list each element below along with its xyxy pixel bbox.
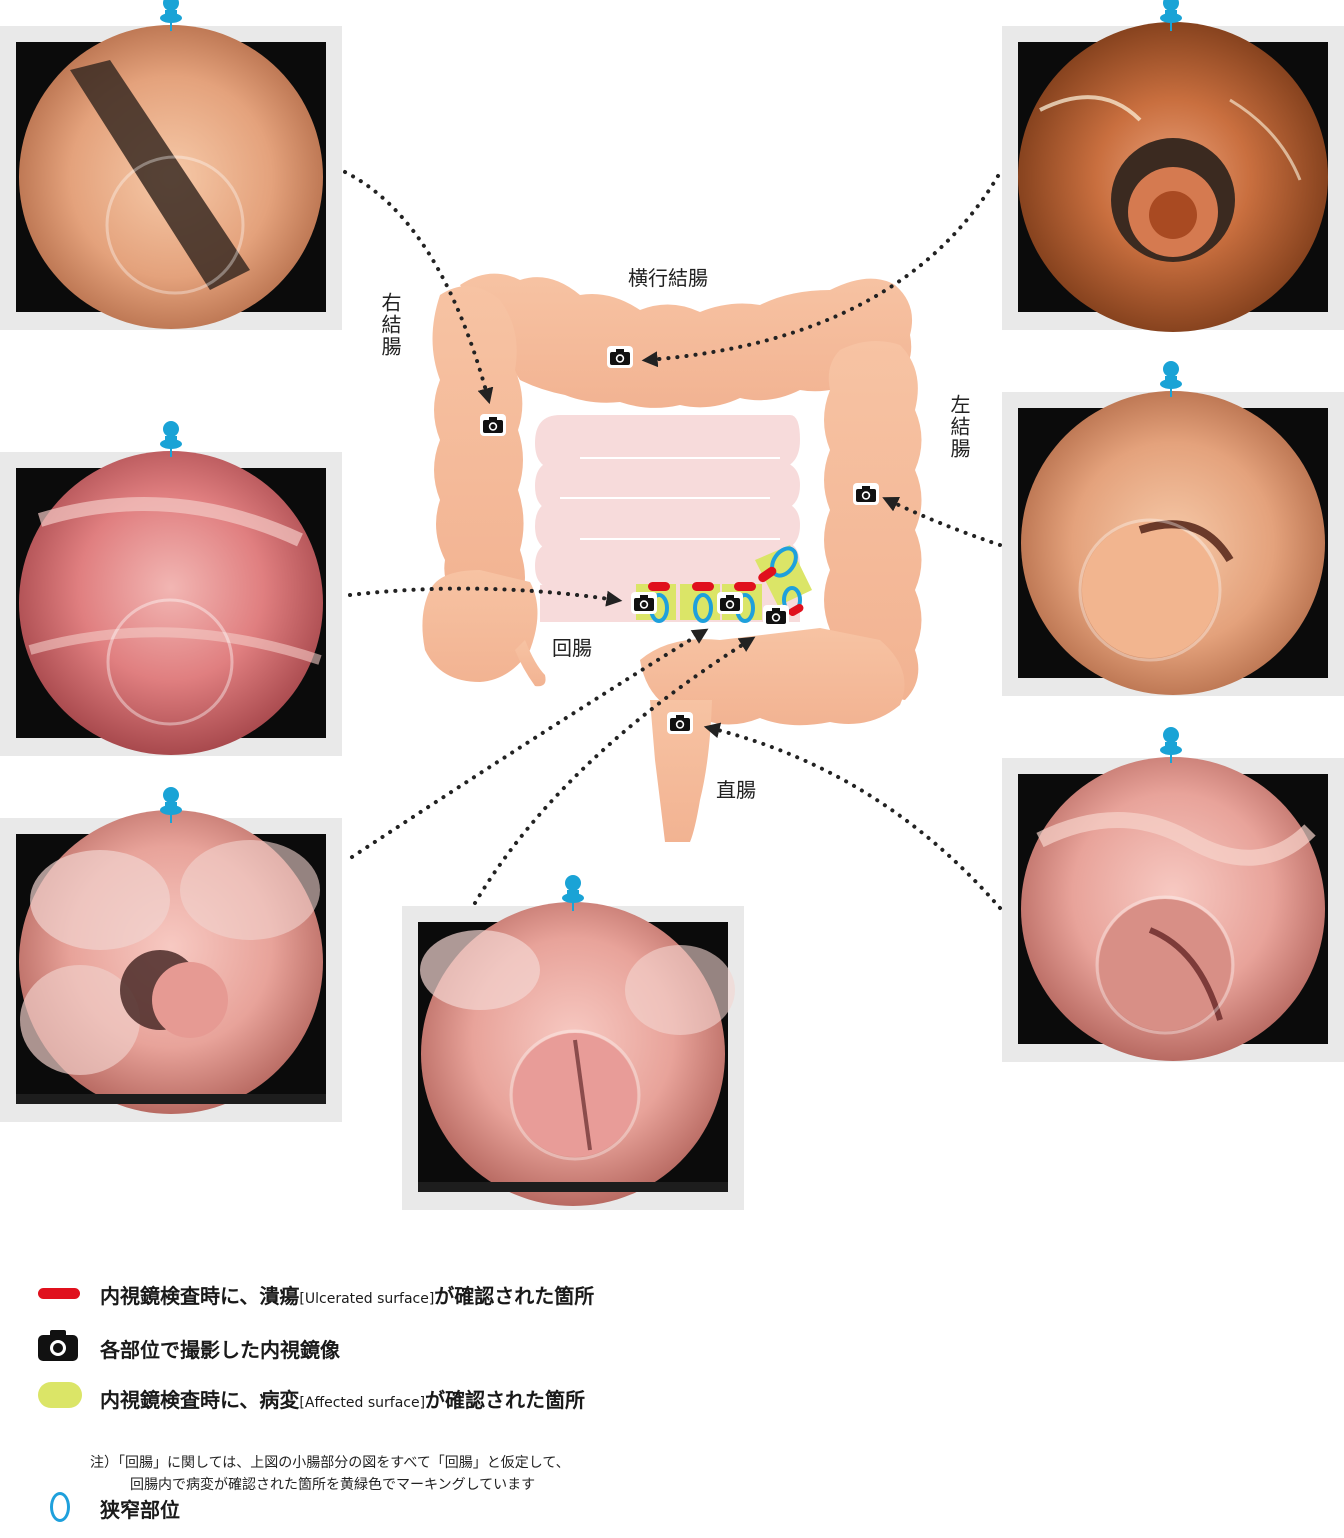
label-right-colon: 右結腸 (378, 292, 402, 358)
legend-lesion-en: [Affected surface] (299, 1395, 426, 1411)
endoscopy-photo-ileum-stricture-1 (0, 786, 342, 1122)
camera-icon (853, 483, 879, 505)
legend: 内視鏡検査時に、潰瘍[Ulcerated surface]が確認された箇所 各部… (38, 1270, 938, 1522)
label-transverse-colon: 横行結腸 (628, 266, 708, 290)
camera-icon (38, 1330, 78, 1366)
camera-icon (631, 592, 657, 614)
legend-note-line1: 注）「回腸」に関しては、上図の小腸部分の図をすべて「回腸」と仮定して、 (90, 1455, 570, 1471)
endoscopy-photo-ileum (0, 420, 342, 756)
endoscopy-photo-transverse-colon (1002, 0, 1344, 332)
legend-camera-text: 各部位で撮影した内視鏡像 (100, 1338, 340, 1362)
camera-icon (480, 414, 506, 436)
legend-lesion: 内視鏡検査時に、病変[Affected surface]が確認された箇所 (38, 1374, 938, 1424)
endoscopy-photo-right-colon (0, 0, 342, 330)
label-rectum: 直腸 (716, 778, 756, 802)
small-intestine (535, 415, 812, 622)
leader-lines (343, 170, 1002, 910)
legend-camera: 各部位で撮影した内視鏡像 (38, 1322, 938, 1372)
stricture-ring-icon (50, 1492, 70, 1522)
lesion-swatch-icon (38, 1382, 82, 1408)
legend-stricture-text: 狭窄部位 (100, 1498, 180, 1522)
legend-lesion-suffix: が確認された箇所 (425, 1388, 586, 1412)
legend-lesion-prefix: 内視鏡検査時に、病変 (100, 1388, 300, 1412)
ulcer-markers (648, 566, 804, 616)
endoscopy-photo-ileum-stricture-2 (402, 874, 744, 1210)
label-left-colon: 左結腸 (947, 394, 971, 460)
legend-ulcer-suffix: が確認された箇所 (434, 1284, 595, 1308)
ulcer-swatch-icon (38, 1288, 80, 1299)
camera-icon (763, 605, 789, 627)
endoscopy-photo-left-colon (1002, 360, 1344, 696)
camera-icon (717, 592, 743, 614)
label-ileum: 回腸 (552, 636, 592, 660)
legend-ulcer: 内視鏡検査時に、潰瘍[Ulcerated surface]が確認された箇所 (38, 1270, 938, 1320)
large-intestine (422, 273, 922, 842)
legend-ulcer-en: [Ulcerated surface] (299, 1291, 435, 1307)
camera-icon (607, 346, 633, 368)
legend-note-line2: 回腸内で病変が確認された箇所を黄緑色でマーキングしています (130, 1477, 536, 1493)
camera-icon (667, 712, 693, 734)
colon-illustration (422, 273, 922, 842)
legend-ulcer-prefix: 内視鏡検査時に、潰瘍 (100, 1284, 300, 1308)
legend-stricture: 狭窄部位 (38, 1488, 938, 1538)
endoscopy-photo-rectum (1002, 726, 1344, 1062)
